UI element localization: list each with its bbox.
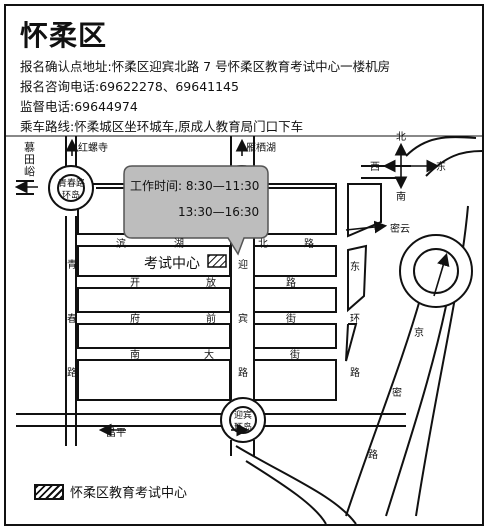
- street-kaifang-1: 开: [130, 278, 140, 289]
- info-supervision-phone: 监督电话:69644974: [20, 99, 138, 114]
- compass-south: 南: [396, 190, 406, 203]
- info-address: 报名确认点地址:怀柔区迎宾北路 7 号怀柔区教育考试中心一楼机房: [20, 59, 391, 74]
- bubble-line-1: 工作时间: 8:30—11:30: [130, 179, 259, 193]
- label-yingbin-2: 环岛: [234, 421, 252, 433]
- street-jingmi-2: 密: [392, 386, 402, 399]
- street-fuqian-3: 街: [286, 312, 296, 325]
- street-kaifang-2: 放: [206, 276, 216, 289]
- street-qingchun-v-2: 春: [67, 313, 77, 325]
- exam-center-marker: [207, 254, 227, 268]
- street-qingchun-v-1: 青: [67, 258, 77, 271]
- map-legend: 怀柔区教育考试中心: [34, 482, 187, 501]
- street-binhu-4: 路: [304, 237, 314, 250]
- label-miyun: 密云: [390, 222, 410, 235]
- info-bus-route: 乘车路线:怀柔城区坐环城车,原成人教育局门口下车: [20, 119, 304, 134]
- street-jingmi-1: 京: [414, 326, 424, 339]
- legend-hatch-icon: [34, 483, 64, 500]
- street-binhu-1: 滨: [116, 237, 126, 250]
- compass-north: 北: [396, 131, 406, 143]
- label-yingbin-1: 迎宾: [234, 409, 252, 421]
- street-fuqian-2: 前: [206, 312, 216, 325]
- compass-east: 东: [436, 160, 446, 173]
- label-qingchun-2: 环岛: [62, 189, 80, 201]
- working-hours-bubble: [123, 165, 269, 256]
- street-nanda-3: 街: [290, 348, 300, 361]
- street-binhu-2: 湖: [174, 238, 184, 250]
- street-binhu-3: 北: [258, 238, 268, 250]
- street-fuqian-1: 府: [130, 312, 140, 325]
- label-mutianyu-3: 峪: [24, 165, 35, 178]
- street-yingbin-v-2: 宾: [238, 312, 248, 325]
- street-donghuan-3: 路: [350, 366, 360, 379]
- street-yingbin-v-3: 路: [238, 366, 248, 379]
- legend-label: 怀柔区教育考试中心: [70, 486, 188, 501]
- street-donghuan-2: 环: [350, 314, 360, 325]
- label-changping: 昌平: [106, 427, 126, 439]
- street-jingmi-3: 路: [368, 448, 378, 461]
- street-map: 红螺寺 雁栖湖 慕 田 峪 青春路 环岛 迎宾 环岛 密云 昌平 考试中心 北 …: [6, 131, 482, 524]
- page-title: 怀柔区: [20, 19, 108, 52]
- street-kaifang-3: 路: [286, 276, 296, 289]
- street-nanda-1: 南: [130, 348, 140, 361]
- info-phone: 报名咨询电话:69622278、69641145: [20, 79, 239, 94]
- label-mutianyu-2: 田: [24, 153, 35, 166]
- direction-arrows: [14, 138, 450, 437]
- label-exam-center: 考试中心: [144, 256, 200, 272]
- bubble-line-2: 13:30—16:30: [178, 205, 259, 219]
- street-donghuan-1: 东: [350, 260, 360, 273]
- street-yingbin-v-1: 迎: [238, 259, 248, 271]
- street-qingchun-v-3: 路: [67, 366, 77, 379]
- compass-west: 西: [370, 162, 380, 173]
- street-nanda-2: 大: [204, 348, 214, 361]
- label-hongluosi: 红螺寺: [78, 141, 108, 154]
- map-frame: 怀柔区 报名确认点地址:怀柔区迎宾北路 7 号怀柔区教育考试中心一楼机房 报名咨…: [4, 4, 484, 526]
- label-qingchun-1: 青春路: [58, 177, 85, 189]
- label-yanqixi: 雁栖湖: [246, 141, 276, 154]
- label-mutianyu-1: 慕: [24, 140, 35, 154]
